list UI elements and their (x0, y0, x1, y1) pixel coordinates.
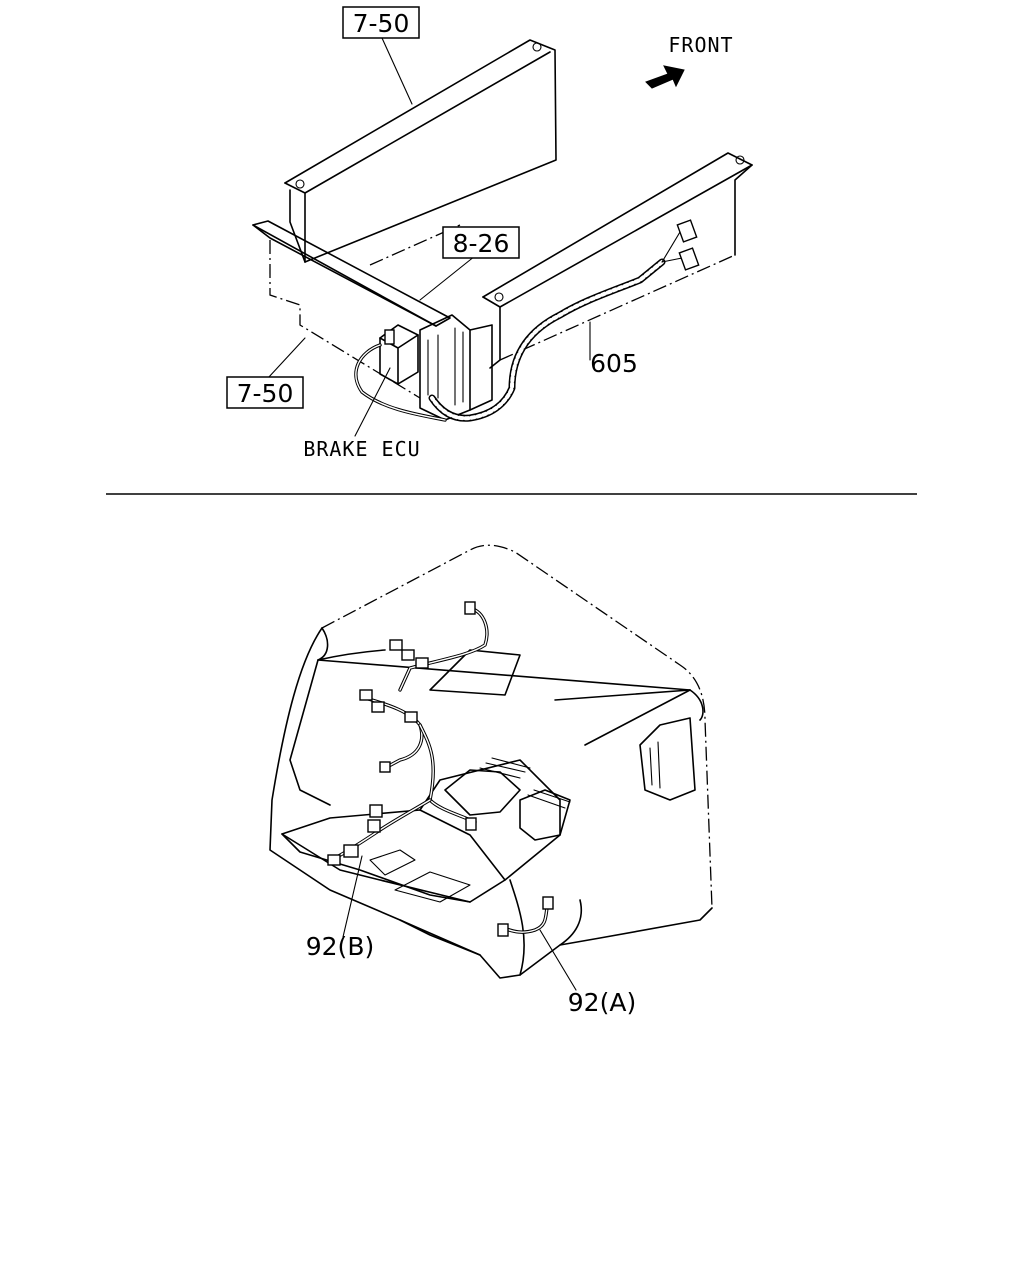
part-label-605: 605 (590, 349, 638, 378)
arrow-front-icon (645, 65, 685, 89)
chassis-frame-drawing (252, 39, 753, 421)
brake-ecu-label: BRAKE ECU (303, 437, 420, 461)
harness-92b (327, 601, 489, 866)
callout-7-50-top: 7-50 (342, 6, 420, 39)
callout-8-26: 8-26 (442, 226, 520, 259)
front-label: FRONT (668, 33, 733, 57)
cab-body-drawing (269, 544, 713, 979)
harness-605 (354, 219, 700, 422)
leader-lines-bottom (342, 855, 577, 991)
part-label-92b: 92(B) (306, 932, 374, 961)
part-label-92a: 92(A) (568, 988, 636, 1017)
ref-label-left: 7-50 (237, 379, 294, 408)
harness-92a (497, 896, 554, 937)
ref-label-mid: 8-26 (453, 229, 510, 258)
callout-7-50-left: 7-50 (226, 376, 304, 409)
leader-lines-top (267, 37, 591, 437)
ref-label-top: 7-50 (353, 9, 410, 38)
